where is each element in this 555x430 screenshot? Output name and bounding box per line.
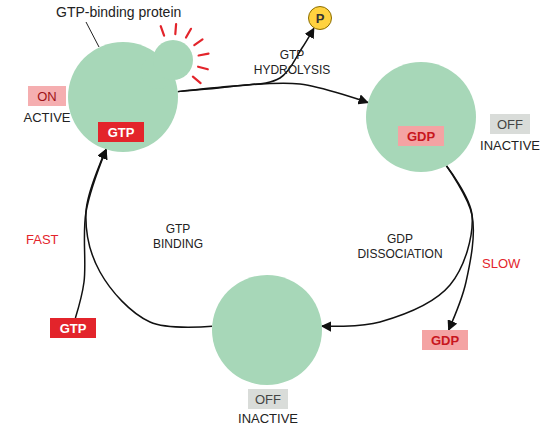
activity-ray	[199, 54, 209, 56]
activity-ray	[186, 29, 191, 38]
state-label: ACTIVE	[24, 110, 71, 125]
activity-ray	[198, 67, 208, 70]
activity-ray	[194, 39, 202, 45]
activity-ray	[193, 77, 201, 83]
edge-label: GTP BINDING	[146, 222, 210, 252]
nucleotide-box: GDP	[398, 126, 444, 146]
node-label: OFF	[497, 117, 523, 132]
state-box: ONACTIVE	[28, 86, 66, 106]
state-box: OFFINACTIVE	[248, 389, 288, 409]
node-label: GTP	[60, 321, 87, 336]
protein-shape	[212, 275, 322, 385]
cycle-arrow	[75, 149, 106, 318]
node-label: GTP	[108, 125, 135, 140]
activity-ray	[174, 24, 177, 34]
leader-line	[86, 22, 99, 47]
protein-knob	[153, 40, 193, 80]
cycle-arrow	[86, 149, 212, 327]
node-label: OFF	[255, 392, 281, 407]
phosphate-circle: P	[308, 6, 332, 30]
phosphate-disc	[309, 7, 332, 30]
nucleotide-box: GTP	[98, 122, 144, 142]
nucleotide-box: GDP	[422, 330, 468, 350]
node-label: GDP	[407, 129, 435, 144]
protein-circle: GDP	[366, 62, 476, 172]
protein-body	[366, 62, 476, 172]
node-label: ON	[37, 89, 57, 104]
node-label: P	[316, 11, 325, 26]
protein-body	[212, 275, 322, 385]
cycle-arrow	[446, 166, 473, 330]
node-label: GTP-binding protein	[56, 4, 181, 20]
edge-label: GTP HYDROLYSIS	[250, 48, 334, 78]
protein-shape	[366, 62, 476, 172]
edge-label: GDP DISSOCIATION	[348, 232, 452, 262]
nucleotide-box: GTP	[50, 318, 96, 338]
state-label: INACTIVE	[480, 138, 540, 153]
cycle-arrow	[178, 83, 368, 102]
activity-ray	[161, 26, 164, 35]
node-label: GDP	[431, 333, 459, 348]
rate-label: SLOW	[482, 256, 520, 271]
state-label: INACTIVE	[238, 411, 298, 426]
cycle-arrow	[322, 166, 472, 327]
protein-circle: GTP-binding proteinGTP	[68, 42, 178, 152]
protein-circle	[212, 275, 322, 385]
rate-label: FAST	[26, 232, 59, 247]
state-box: OFFINACTIVE	[490, 114, 530, 134]
